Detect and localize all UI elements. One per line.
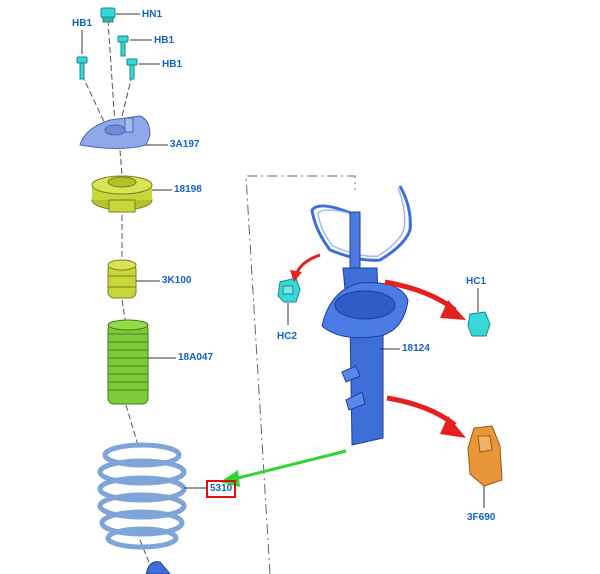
callout-hc2: HC2 bbox=[277, 331, 298, 342]
label-leaders bbox=[81, 13, 206, 489]
strut-group-frame bbox=[245, 175, 356, 574]
callout-hn1: HN1 bbox=[142, 9, 163, 20]
hc2-clip-icon bbox=[277, 277, 301, 325]
removal-arrows bbox=[290, 253, 466, 438]
top-mount-part bbox=[79, 115, 151, 149]
callout-3k100: 3K100 bbox=[162, 275, 192, 286]
callout-18124: 18124 bbox=[402, 343, 430, 354]
callout-hc1: HC1 bbox=[466, 276, 487, 287]
hc1-clip-icon bbox=[467, 288, 491, 337]
callout-hb1: HB1 bbox=[72, 18, 93, 29]
callout-18198: 18198 bbox=[174, 184, 202, 195]
callout-hb1: HB1 bbox=[154, 35, 175, 46]
bump-stop-part bbox=[107, 259, 137, 299]
hb1-bolt-icon bbox=[117, 35, 129, 57]
callout-5310-highlighted: 5310 bbox=[206, 480, 237, 498]
dust-boot-part bbox=[107, 319, 149, 405]
callout-3a197: 3A197 bbox=[170, 139, 200, 150]
coil-spring-part bbox=[97, 442, 187, 550]
hb1-bolt-icon bbox=[76, 56, 88, 80]
strut-part bbox=[310, 185, 412, 446]
lower-bracket-fragment bbox=[145, 561, 171, 574]
callout-3f690: 3F690 bbox=[467, 512, 496, 523]
hn1-nut-icon bbox=[100, 7, 116, 23]
bracket-part bbox=[467, 425, 503, 508]
hb1-bolt-icon bbox=[126, 58, 138, 80]
pointer-arrow bbox=[220, 449, 347, 487]
spring-seat-part bbox=[91, 175, 153, 213]
callout-hb1: HB1 bbox=[162, 59, 183, 70]
callout-18a047: 18A047 bbox=[178, 352, 214, 363]
